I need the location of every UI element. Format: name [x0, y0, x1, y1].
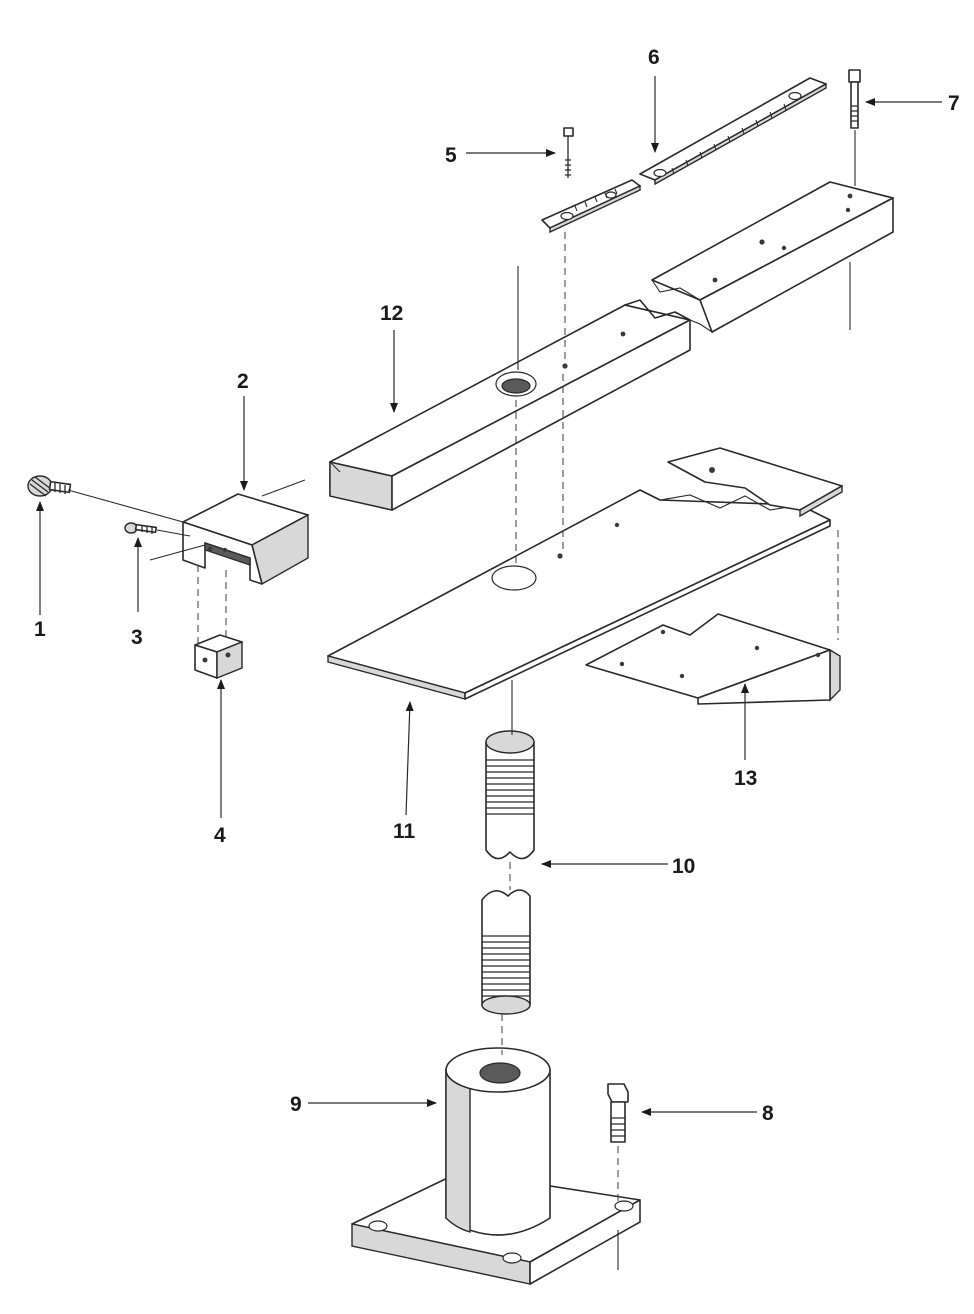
- part-10-threaded-post: [481, 730, 535, 1015]
- part-5-scale-strip: [541, 127, 641, 234]
- callout-1: 1: [34, 618, 46, 641]
- callout-4: 4: [214, 824, 226, 847]
- part-7-long-screw: [848, 69, 861, 129]
- part-4-small-block: [194, 634, 243, 680]
- callout-2: 2: [237, 370, 249, 393]
- part-1-knurled-screw: [27, 475, 72, 497]
- callout-5: 5: [445, 144, 457, 167]
- callout-13: 13: [734, 767, 757, 790]
- part-12-bar: [329, 181, 894, 511]
- callout-10: 10: [672, 855, 695, 878]
- part-13-bracket: [585, 613, 841, 705]
- assembly-lines: [67, 130, 856, 1270]
- callout-7: 7: [948, 92, 960, 115]
- part-3-small-screw: [124, 522, 157, 534]
- callout-6: 6: [648, 46, 660, 69]
- leader-arrows: [36, 76, 942, 1116]
- callout-3: 3: [131, 626, 143, 649]
- callout-11: 11: [393, 820, 416, 843]
- part-6-long-scale: [639, 77, 827, 186]
- callout-12: 12: [380, 302, 403, 325]
- callout-labels: 1 2 3 4 5 6 7 8 9 10 11 12 13: [34, 46, 960, 1125]
- part-2-clamp-block: [182, 493, 309, 586]
- part-9-pedestal: [351, 1047, 641, 1285]
- callout-8: 8: [762, 1102, 774, 1125]
- part-8-bolt: [607, 1083, 629, 1143]
- part-11-plate: [327, 447, 843, 700]
- callout-9: 9: [290, 1093, 302, 1116]
